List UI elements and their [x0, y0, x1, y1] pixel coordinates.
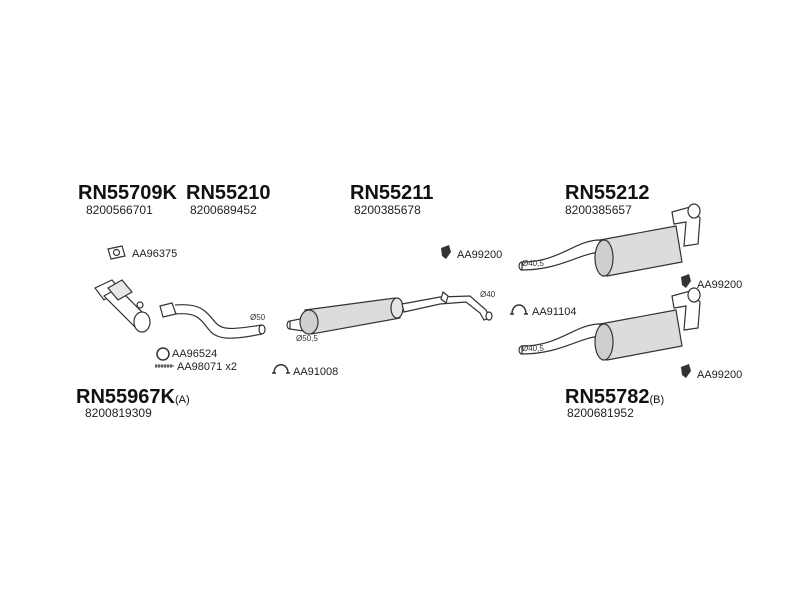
hanger-mid-label: AA99200 [457, 249, 503, 261]
catalyst-suffix: (A) [174, 394, 190, 406]
catalyst-oe: 8200819309 [85, 406, 152, 420]
rear-silencer-2-oe: 8200681952 [567, 406, 634, 420]
spring-bolt-label: AA98071 x2 [177, 361, 237, 373]
hanger-r1-label: AA99200 [697, 279, 743, 291]
rear-silencer-1-oe: 8200385657 [565, 203, 632, 217]
ring-icon [156, 347, 170, 361]
front-pipe-oe: 8200566701 [86, 203, 153, 217]
clamp-icon-right [510, 304, 528, 315]
diameter-40: Ø40 [480, 290, 496, 299]
middle-silencer-drawing[interactable] [286, 290, 493, 335]
clamp-mid-label: AA91008 [293, 366, 339, 378]
front-pipe-code: RN55709K [78, 182, 177, 204]
spring-bolt-icon [155, 364, 174, 368]
rear-silencer-2-code-text: RN55782 [565, 386, 650, 408]
rear-silencer-2-suffix: (B) [649, 394, 665, 406]
hanger-icon-mid [441, 245, 451, 259]
rear-silencer-1-drawing[interactable] [518, 203, 701, 277]
pipe-oe: 8200689452 [190, 203, 257, 217]
pipe-code: RN55210 [186, 182, 271, 204]
hanger-icon-r1 [681, 274, 691, 288]
catalyst-drawing[interactable] [94, 279, 151, 333]
catalyst-code-text: RN55967K [76, 386, 175, 408]
ring-label: AA96524 [172, 348, 218, 360]
middle-silencer-code: RN55211 [350, 182, 434, 204]
hanger-icon-r2 [681, 364, 691, 378]
diameter-50-5: Ø50,5 [296, 334, 318, 343]
clamp-right-label: AA91104 [532, 306, 577, 318]
rear-silencer-1-code: RN55212 [565, 182, 650, 204]
gasket-top-label: AA96375 [132, 248, 178, 260]
diameter-50: Ø50 [250, 313, 266, 322]
gasket-icon [107, 245, 126, 260]
rear-silencer-2-code: RN55782(B) [565, 386, 664, 409]
clamp-icon-mid [272, 364, 290, 374]
diameter-40-5-b: Ø40,5 [522, 344, 544, 353]
diameter-40-5-a: Ø40,5 [522, 259, 544, 268]
middle-silencer-oe: 8200385678 [354, 203, 421, 217]
pipe-drawing[interactable] [159, 302, 266, 339]
rear-silencer-2-drawing[interactable] [518, 287, 701, 361]
hanger-r2-label: AA99200 [697, 369, 743, 381]
catalyst-code: RN55967K(A) [76, 386, 190, 409]
